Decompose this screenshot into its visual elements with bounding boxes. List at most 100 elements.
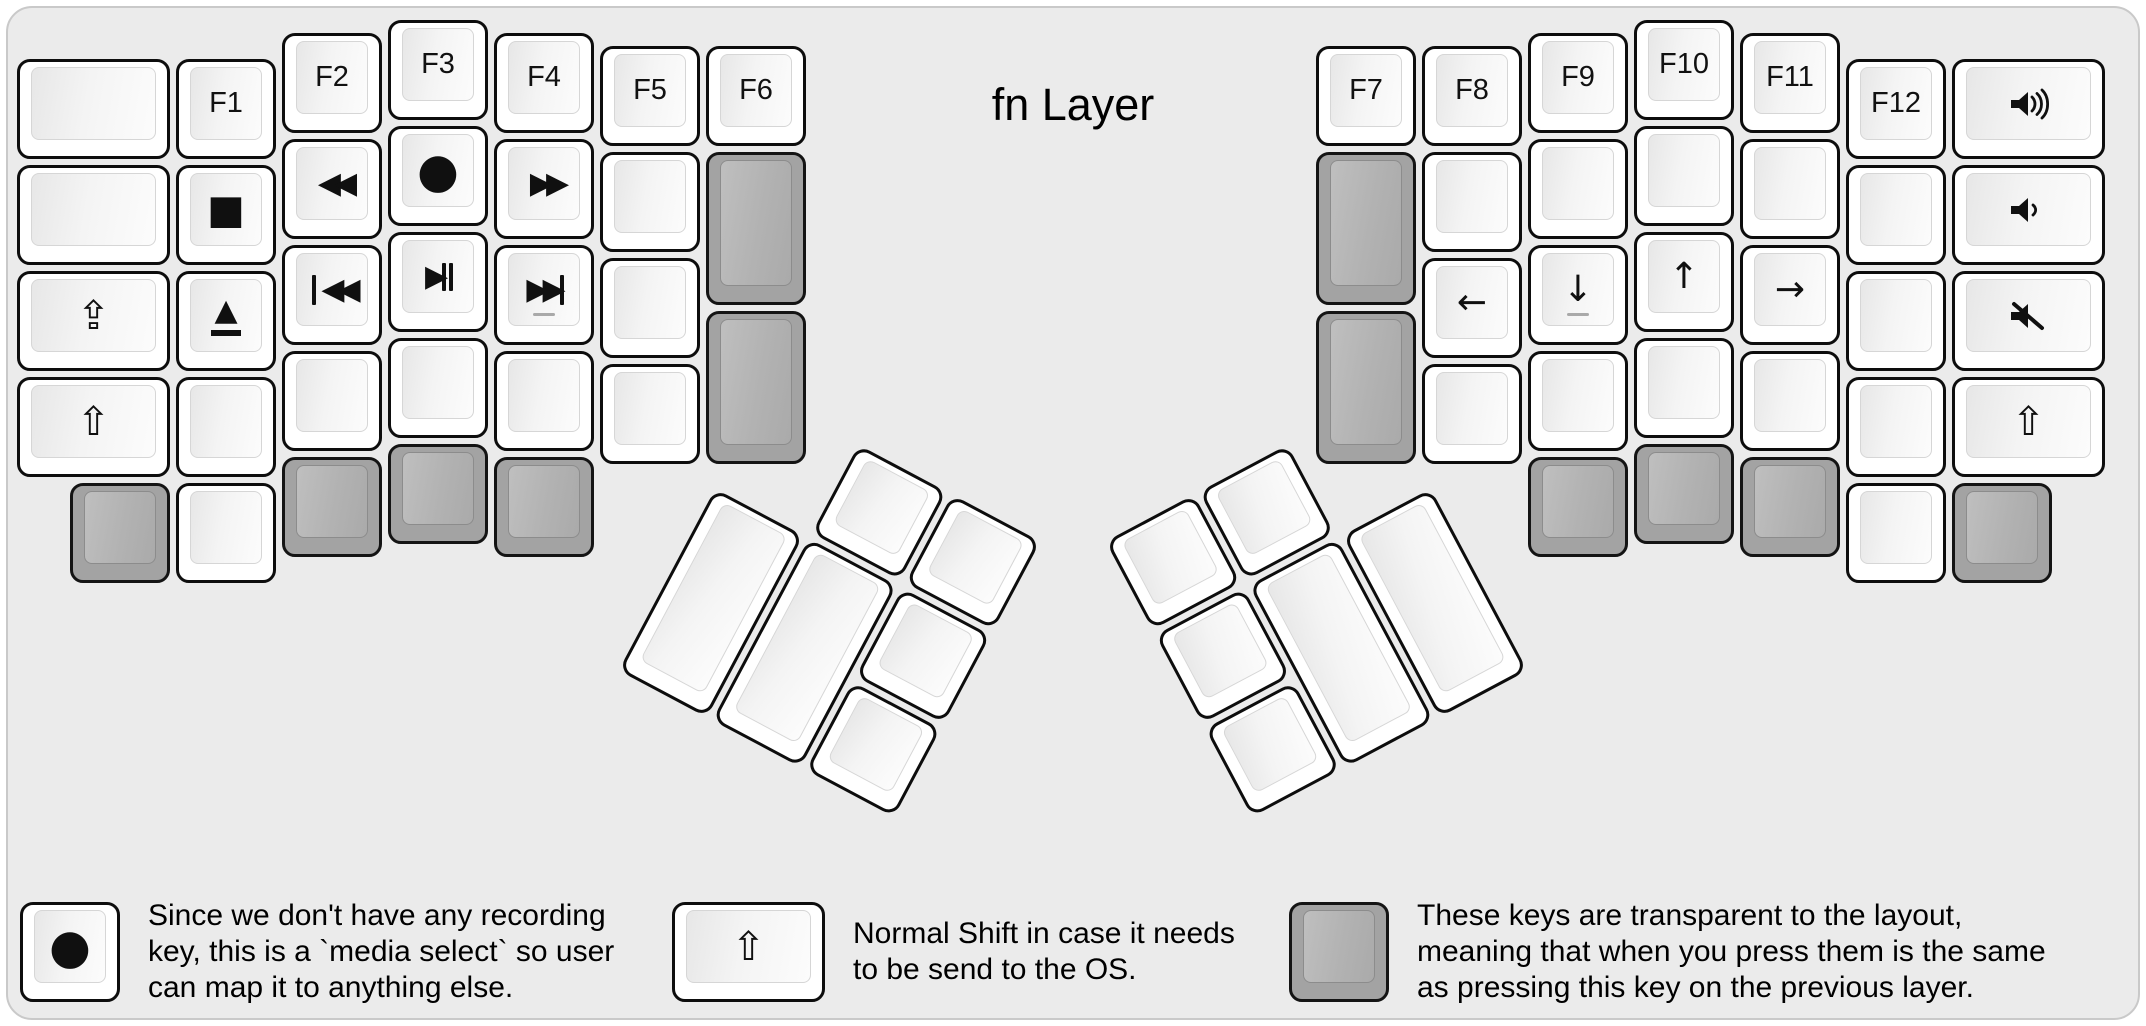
key-blank-r-c2-r4-cap [1754,359,1826,432]
key-blank-l-c4-r4[interactable] [494,351,594,451]
key-blank-l-c5-r2[interactable] [600,152,700,252]
key-blank-r-b4-cap [1860,491,1932,564]
key-blank-r-c1-r2[interactable] [1846,165,1946,265]
key-arrow-left[interactable]: ← [1422,258,1522,358]
key-caps-lock[interactable]: ⇪ [17,271,170,371]
legend-line: These keys are transparent to the layout… [1417,899,1963,932]
key-blank-r-c1-r4[interactable] [1846,377,1946,477]
key-f8[interactable]: F8 [1422,46,1522,146]
key-transparent-r-b2[interactable] [1634,444,1734,544]
key-thumb-r-side-2-cap [1221,695,1320,794]
key-transparent-l-inner-t1-cap [720,160,792,286]
key-blank-r-c2-r4[interactable] [1740,351,1840,451]
key-blank-l-c0-r1[interactable] [17,59,170,159]
key-blank-l-c5-r4[interactable] [600,364,700,464]
key-f7[interactable]: F7 [1316,46,1416,146]
key-f5[interactable]: F5 [600,46,700,146]
shift-icon: ⇧ [76,398,111,445]
key-play-pause[interactable]: ▶ [388,232,488,332]
key-blank-r-c4-r2[interactable] [1528,139,1628,239]
key-transparent-r-inner-t1-cap [1330,160,1402,286]
key-f6[interactable]: F6 [706,46,806,146]
key-next-track[interactable]: ▶▶ [494,245,594,345]
key-shift-right[interactable]: ⇧ [1952,377,2105,477]
legend-line: Since we don't have any recording [148,899,606,932]
key-f2-cap: F2 [296,41,368,114]
key-thumb-l-top-1-cap [832,458,931,557]
key-blank-r-c5-r4[interactable] [1422,364,1522,464]
key-arrow-down[interactable]: ↓ [1528,245,1628,345]
key-prev-track[interactable]: ◀◀ [282,245,382,345]
key-arrow-up[interactable]: ↑ [1634,232,1734,332]
key-eject[interactable]: ▲ [176,271,276,371]
key-shift-left[interactable]: ⇧ [17,377,170,477]
key-mute[interactable] [1952,271,2105,371]
key-arrow-right-cap: → [1754,253,1826,326]
key-f11-cap: F11 [1754,41,1826,114]
key-transparent-l-b4[interactable] [388,444,488,544]
key-arrow-left-cap: ← [1436,266,1508,339]
key-transparent-r-b3[interactable] [1740,457,1840,557]
key-transparent-r-inner-t1[interactable] [1316,152,1416,305]
key-f10[interactable]: F10 [1634,20,1734,120]
key-transparent-l-inner-t2-cap [720,319,792,445]
key-blank-r-c5-r2[interactable] [1422,152,1522,252]
key-f12[interactable]: F12 [1846,59,1946,159]
key-blank-l-c1-r4[interactable] [176,377,276,477]
key-f8-label: F8 [1455,74,1489,106]
key-blank-l-c5-r3[interactable] [600,258,700,358]
key-fast-forward[interactable]: ▶▶ [494,139,594,239]
key-f9-cap: F9 [1542,41,1614,114]
key-f3[interactable]: F3 [388,20,488,120]
key-f11-label: F11 [1766,61,1814,93]
key-blank-r-c2-r2[interactable] [1740,139,1840,239]
key-rewind[interactable]: ◀◀ [282,139,382,239]
key-transparent-l-inner-t1[interactable] [706,152,806,305]
key-blank-r-c4-r4[interactable] [1528,351,1628,451]
key-blank-l-b2-cap [190,491,262,564]
key-blank-r-c1-r3[interactable] [1846,271,1946,371]
key-f2[interactable]: F2 [282,33,382,133]
key-transparent-l-inner-t2[interactable] [706,311,806,464]
key-media-select-cap: ● [402,134,474,207]
key-arrow-right[interactable]: → [1740,245,1840,345]
key-blank-l-c3-r4[interactable] [388,338,488,438]
key-media-select[interactable]: ● [388,126,488,226]
eject-triangle: ▲ [214,292,238,328]
key-f1-label: F1 [209,87,243,119]
key-volume-up[interactable] [1952,59,2105,159]
key-f9[interactable]: F9 [1528,33,1628,133]
play-pause-icon: ▶ [424,258,448,294]
key-f5-cap: F5 [614,54,686,127]
key-transparent-r-b1[interactable] [1528,457,1628,557]
key-blank-l-c0-r1-cap [31,67,156,140]
front-dash-mark [533,313,555,316]
key-volume-down[interactable] [1952,165,2105,265]
legend-line: can map it to anything else. [148,971,514,1004]
key-blank-l-c0-r2-cap [31,173,156,246]
key-blank-r-b4[interactable] [1846,483,1946,583]
key-blank-r-c3-r4[interactable] [1634,338,1734,438]
key-blank-l-c0-r2[interactable] [17,165,170,265]
key-f1[interactable]: F1 [176,59,276,159]
eject-icon: ▲ [211,292,241,336]
key-transparent-r-b5[interactable] [1952,483,2052,583]
key-blank-l-b2[interactable] [176,483,276,583]
key-transparent-l-b3-cap [296,465,368,538]
key-f4[interactable]: F4 [494,33,594,133]
key-blank-l-c2-r4[interactable] [282,351,382,451]
key-transparent-l-b3[interactable] [282,457,382,557]
key-transparent-l-b1[interactable] [70,483,170,583]
key-f11[interactable]: F11 [1740,33,1840,133]
key-blank-l-c5-r2-cap [614,160,686,233]
key-transparent-l-b5[interactable] [494,457,594,557]
bar-glyph-part [442,262,447,291]
key-f4-cap: F4 [508,41,580,114]
key-blank-r-c3-r2[interactable] [1634,126,1734,226]
key-stop[interactable]: ■ [176,165,276,265]
key-shift-right-cap: ⇧ [1966,385,2091,458]
key-volume-down-cap [1966,173,2091,246]
key-transparent-r-inner-t2[interactable] [1316,311,1416,464]
